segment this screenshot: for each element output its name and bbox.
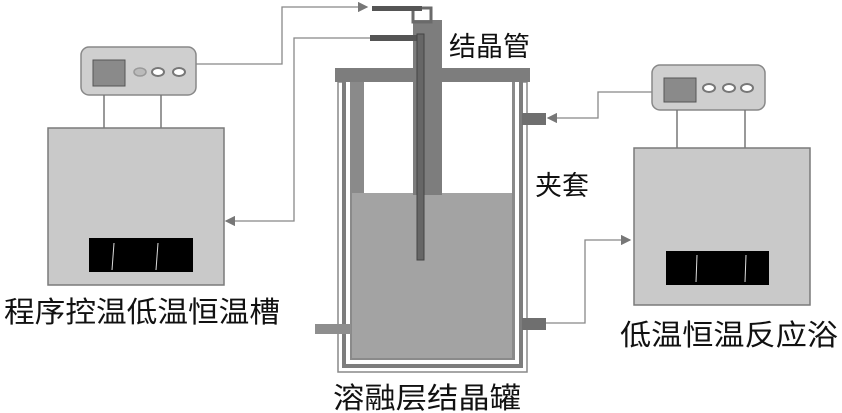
connection-line (224, 37, 370, 227)
drain-port (315, 324, 351, 334)
label-crystallization-tube: 结晶管 (449, 32, 530, 63)
right-controller (651, 64, 766, 111)
bath-display (89, 238, 193, 272)
controller-knob-icon (740, 83, 754, 93)
jacket-outlet-port (522, 318, 546, 330)
label-left-bath: 程序控温低温恒温槽 (4, 295, 280, 329)
bath-display (666, 251, 769, 285)
label-vessel: 溶融层结晶罐 (333, 381, 521, 413)
left-controller (80, 46, 197, 96)
right-bath (633, 147, 811, 306)
controller-knob-icon (172, 67, 186, 77)
connection-line (196, 1, 369, 65)
controller-knob-icon (702, 83, 716, 93)
connection-line (546, 91, 652, 124)
controller-knob-icon (722, 83, 736, 93)
jacket-inlet-port (522, 113, 546, 125)
label-jacket: 夹套 (535, 171, 589, 202)
left-bath (47, 127, 225, 286)
crystallization-tube (370, 6, 442, 261)
controller-screen (92, 59, 126, 87)
label-right-bath: 低温恒温反应浴 (620, 318, 838, 352)
controller-screen (663, 77, 697, 103)
controller-knob-icon (151, 67, 165, 77)
connection-line (546, 234, 632, 324)
controller-knob-icon (133, 67, 147, 77)
